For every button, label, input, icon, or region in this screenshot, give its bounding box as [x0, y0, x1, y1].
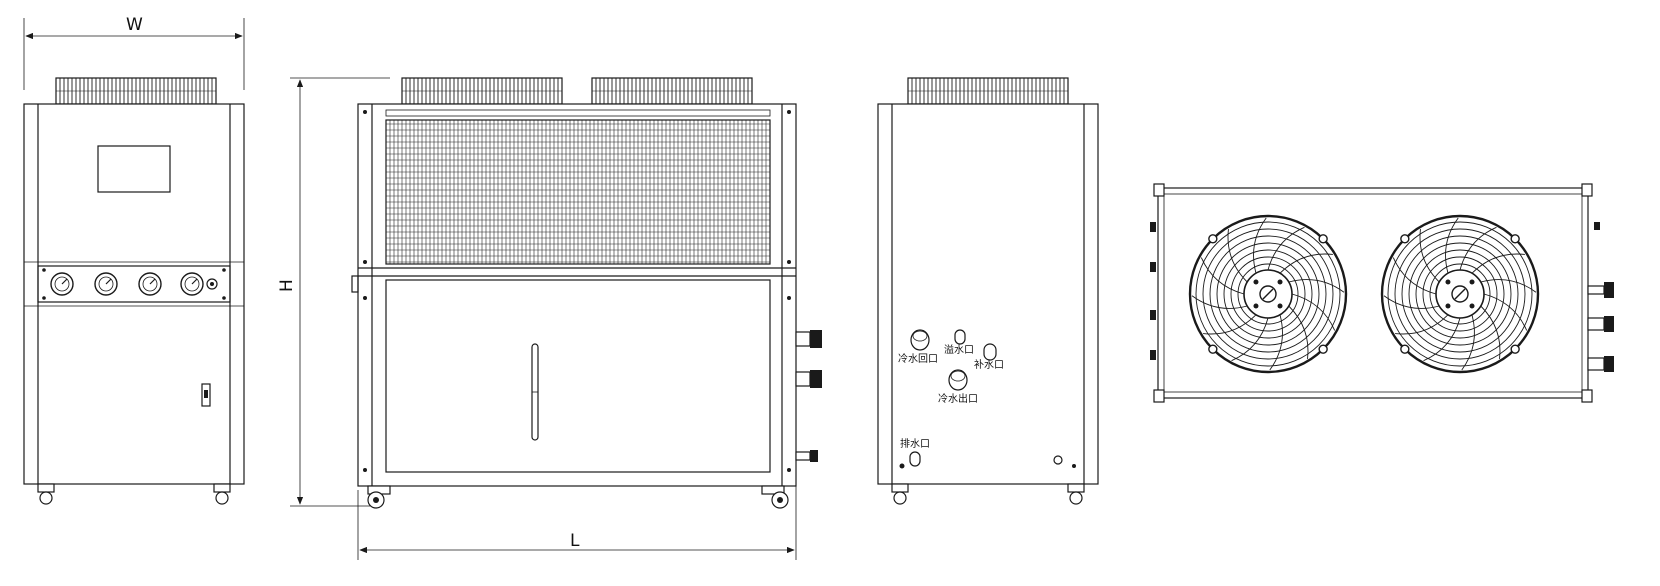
- side-casters: [367, 485, 789, 509]
- rear-top-fan: [907, 77, 1069, 105]
- length-label: L: [570, 531, 580, 551]
- pressure-gauge-icon: [94, 272, 118, 296]
- rear-cabinet: [877, 103, 1099, 485]
- pressure-gauge-icon: [180, 272, 204, 296]
- svg-text:补水口: 补水口: [974, 358, 1004, 371]
- width-label: W: [126, 15, 143, 35]
- port-overflow: 溢水口: [944, 329, 974, 356]
- svg-text:冷水出口: 冷水出口: [938, 392, 978, 405]
- front-top-fan: [55, 77, 217, 105]
- rear-casters: [891, 483, 1085, 505]
- height-dimension: H: [277, 77, 390, 507]
- top-water-pipes: [1587, 222, 1614, 372]
- height-label: H: [277, 279, 297, 292]
- fan-icon: [1380, 214, 1540, 374]
- front-casters: [37, 483, 231, 505]
- side-cabinet: [357, 103, 797, 487]
- port-chilled-outlet: 冷水出口: [938, 369, 978, 405]
- lower-panel: [385, 279, 771, 473]
- top-view: [1150, 183, 1614, 403]
- width-dimension: W: [23, 15, 245, 90]
- pressure-gauges: [42, 268, 226, 300]
- rear-view: 冷水回口 溢水口 补水口 冷水出口 排水口: [877, 77, 1099, 505]
- gauge-panel: [37, 265, 231, 303]
- svg-text:溢水口: 溢水口: [944, 343, 974, 356]
- front-view: W: [23, 15, 245, 505]
- side-top-fans: [401, 77, 753, 105]
- svg-text:排水口: 排水口: [900, 437, 930, 450]
- port-chilled-return: 冷水回口: [898, 329, 938, 365]
- port-drain: 排水口: [899, 437, 930, 469]
- fan-icon: [1188, 214, 1348, 374]
- side-water-pipes: [795, 330, 822, 462]
- display-window: [97, 145, 171, 193]
- door-handle: [201, 383, 211, 407]
- side-view: H L: [277, 77, 822, 560]
- svg-text:冷水回口: 冷水回口: [898, 352, 938, 365]
- pressure-gauge-icon: [50, 272, 74, 296]
- pressure-gauge-icon: [138, 272, 162, 296]
- port-makeup: 补水口: [974, 343, 1004, 371]
